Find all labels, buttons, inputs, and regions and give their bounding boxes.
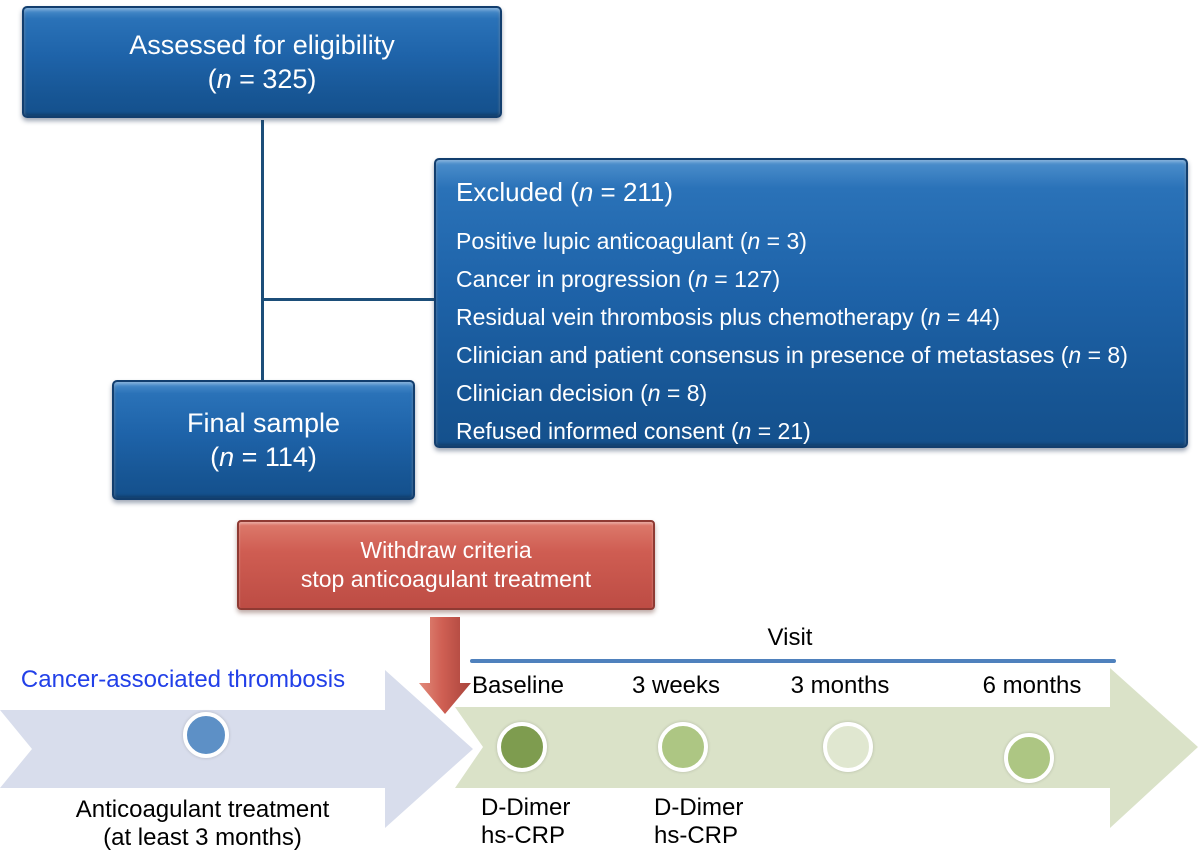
excluded-item-post: = 8) xyxy=(660,380,708,406)
excluded-item-n: n xyxy=(1068,342,1082,368)
cancer-associated-thrombosis-label: Cancer-associated thrombosis xyxy=(20,666,346,693)
excluded-item: Residual vein thrombosis plus chemothera… xyxy=(456,298,1176,336)
withdraw-line2: stop anticoagulant treatment xyxy=(300,566,592,592)
final-count-n: n xyxy=(219,442,235,472)
excluded-item-n: n xyxy=(647,380,661,406)
excluded-item-pre: Clinician decision ( xyxy=(456,380,648,406)
excluded-item-pre: Clinician and patient consensus in prese… xyxy=(456,342,1069,368)
excluded-item-n: n xyxy=(738,418,752,444)
excluded-item-n: n xyxy=(927,304,941,330)
visit-header: Visit xyxy=(767,624,813,651)
visit-dot-3-weeks xyxy=(658,722,708,772)
thrombosis-event-dot xyxy=(183,712,229,758)
assessed-count-n: n xyxy=(216,64,232,94)
assessed-eligibility-box: Assessed for eligibility (n = 325) xyxy=(22,6,502,118)
assessed-count-post: = 325) xyxy=(231,64,317,94)
excluded-item-n: n xyxy=(695,266,708,292)
excluded-item-post: = 127) xyxy=(707,266,781,292)
visit-dot-baseline xyxy=(497,722,547,772)
anticoag-caption-line1: Anticoagulant treatment xyxy=(75,796,330,823)
excluded-item: Clinician and patient consensus in prese… xyxy=(456,336,1176,374)
final-count: (n = 114) xyxy=(210,440,317,474)
excluded-item-pre: Cancer in progression ( xyxy=(456,266,696,292)
excluded-item-pre: Positive lupic anticoagulant ( xyxy=(456,228,748,254)
anticoagulant-treatment-caption: Anticoagulant treatment (at least 3 mont… xyxy=(10,796,395,852)
withdraw-line1: Withdraw criteria xyxy=(360,537,532,563)
excluded-item-post: = 3) xyxy=(760,228,807,254)
visit-label-6-months: 6 months xyxy=(982,672,1082,699)
visit-label-3-months: 3 months xyxy=(790,672,890,699)
withdraw-criteria-box: Withdraw criteria stop anticoagulant tre… xyxy=(237,520,655,610)
assessed-count-pre: ( xyxy=(207,64,217,94)
excluded-item-pre: Residual vein thrombosis plus chemothera… xyxy=(456,304,928,330)
assessed-count: (n = 325) xyxy=(208,62,317,96)
excluded-box: Excluded (n = 211) Positive lupic antico… xyxy=(434,158,1188,448)
final-count-pre: ( xyxy=(210,442,220,472)
measurement-3-weeks-line2: hs-CRP xyxy=(654,822,739,849)
anticoag-caption-line2: (at least 3 months) xyxy=(103,824,302,851)
measurement-3-weeks-line1: D-Dimer xyxy=(654,794,744,821)
excluded-title-post: = 211) xyxy=(593,177,674,207)
measurement-baseline-line2: hs-CRP xyxy=(481,822,566,849)
visit-dot-3-months xyxy=(823,722,873,772)
measurement-baseline-line1: D-Dimer xyxy=(481,794,571,821)
final-count-post: = 114) xyxy=(234,442,317,472)
excluded-item: Clinician decision (n = 8) xyxy=(456,374,1176,412)
excluded-title-pre: Excluded ( xyxy=(456,177,579,207)
excluded-item-post: = 8) xyxy=(1081,342,1128,368)
final-sample-box: Final sample (n = 114) xyxy=(112,380,415,500)
assessed-label: Assessed for eligibility xyxy=(129,30,395,60)
visit-label-3-weeks: 3 weeks xyxy=(631,672,721,699)
visit-dot-6-months xyxy=(1004,733,1054,783)
excluded-item: Cancer in progression (n = 127) xyxy=(456,260,1176,298)
excluded-item-post: = 21) xyxy=(751,418,811,444)
connector-horizontal-line xyxy=(261,298,436,301)
excluded-item-pre: Refused informed consent ( xyxy=(456,418,739,444)
measurement-baseline: D-Dimer hs-CRP xyxy=(481,794,641,850)
visit-timeline-line xyxy=(470,659,1116,663)
excluded-item-post: = 44) xyxy=(940,304,1000,330)
final-label: Final sample xyxy=(186,408,341,438)
measurement-3-weeks: D-Dimer hs-CRP xyxy=(654,794,814,850)
visit-label-baseline: Baseline xyxy=(471,672,565,699)
excluded-item: Positive lupic anticoagulant (n = 3) xyxy=(456,222,1176,260)
excluded-title: Excluded (n = 211) xyxy=(456,177,1176,208)
excluded-title-n: n xyxy=(578,177,594,207)
excluded-item: Refused informed consent (n = 21) xyxy=(456,412,1176,450)
excluded-item-n: n xyxy=(747,228,761,254)
connector-vertical-line xyxy=(261,120,264,380)
